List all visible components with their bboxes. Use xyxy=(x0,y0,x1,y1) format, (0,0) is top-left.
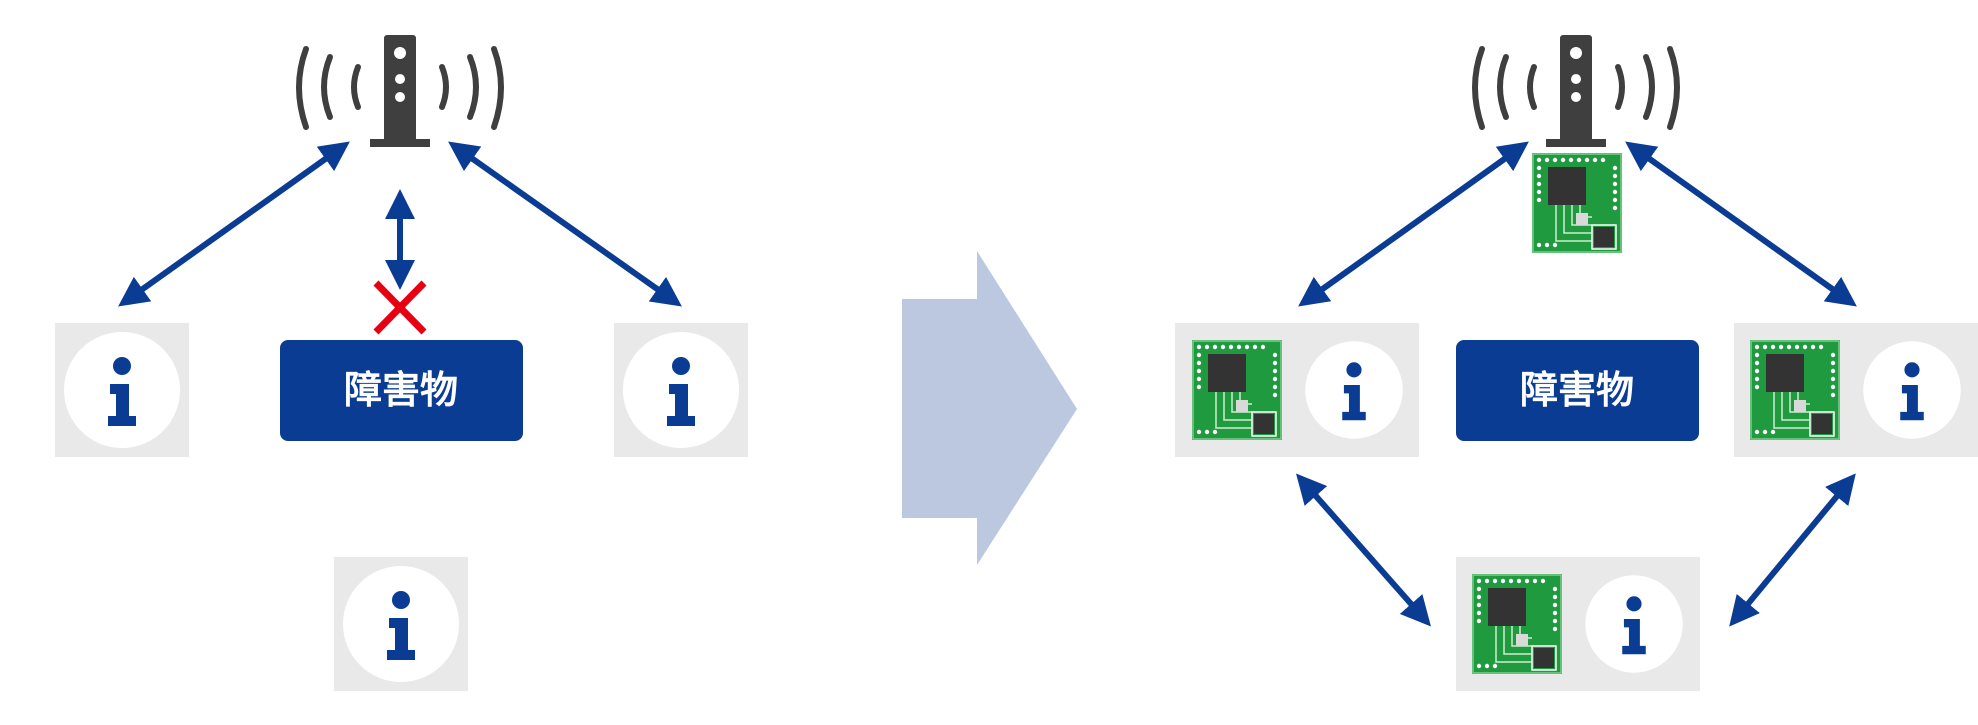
mesh-device-node xyxy=(1175,323,1419,457)
wireless-module-icon xyxy=(1749,339,1841,441)
info-icon xyxy=(1863,341,1961,439)
obstacle-box: 障害物 xyxy=(1456,340,1699,441)
wireless-module-icon xyxy=(1191,339,1283,441)
link-arrow xyxy=(118,141,350,307)
wifi-router-icon xyxy=(1475,35,1677,147)
mesh-device-node xyxy=(1456,557,1700,691)
mesh-device-node xyxy=(1734,323,1978,457)
obstacle-label: 障害物 xyxy=(1520,368,1634,412)
mesh-link-arrow xyxy=(1298,141,1529,307)
obstacle-label: 障害物 xyxy=(344,368,458,412)
device-node xyxy=(55,323,189,457)
left-panel: 障害物 xyxy=(55,35,748,691)
right-panel: 障害物 xyxy=(1175,35,1978,691)
info-icon xyxy=(64,332,180,448)
info-icon xyxy=(343,566,459,682)
mesh-link-arrow xyxy=(1296,473,1431,627)
info-icon xyxy=(1585,575,1683,673)
wireless-module-icon xyxy=(1531,152,1623,254)
transition-arrow xyxy=(902,251,1077,565)
wifi-router-icon xyxy=(299,35,501,147)
info-icon xyxy=(623,332,739,448)
wireless-module-icon xyxy=(1471,573,1563,675)
device-node xyxy=(614,323,748,457)
info-icon xyxy=(1305,341,1403,439)
link-arrow xyxy=(448,141,682,307)
mesh-link-arrow xyxy=(1729,473,1856,627)
obstacle-box: 障害物 xyxy=(280,340,523,441)
mesh-link-arrow xyxy=(1625,141,1857,307)
cross-icon xyxy=(373,280,427,335)
device-node xyxy=(334,557,468,691)
